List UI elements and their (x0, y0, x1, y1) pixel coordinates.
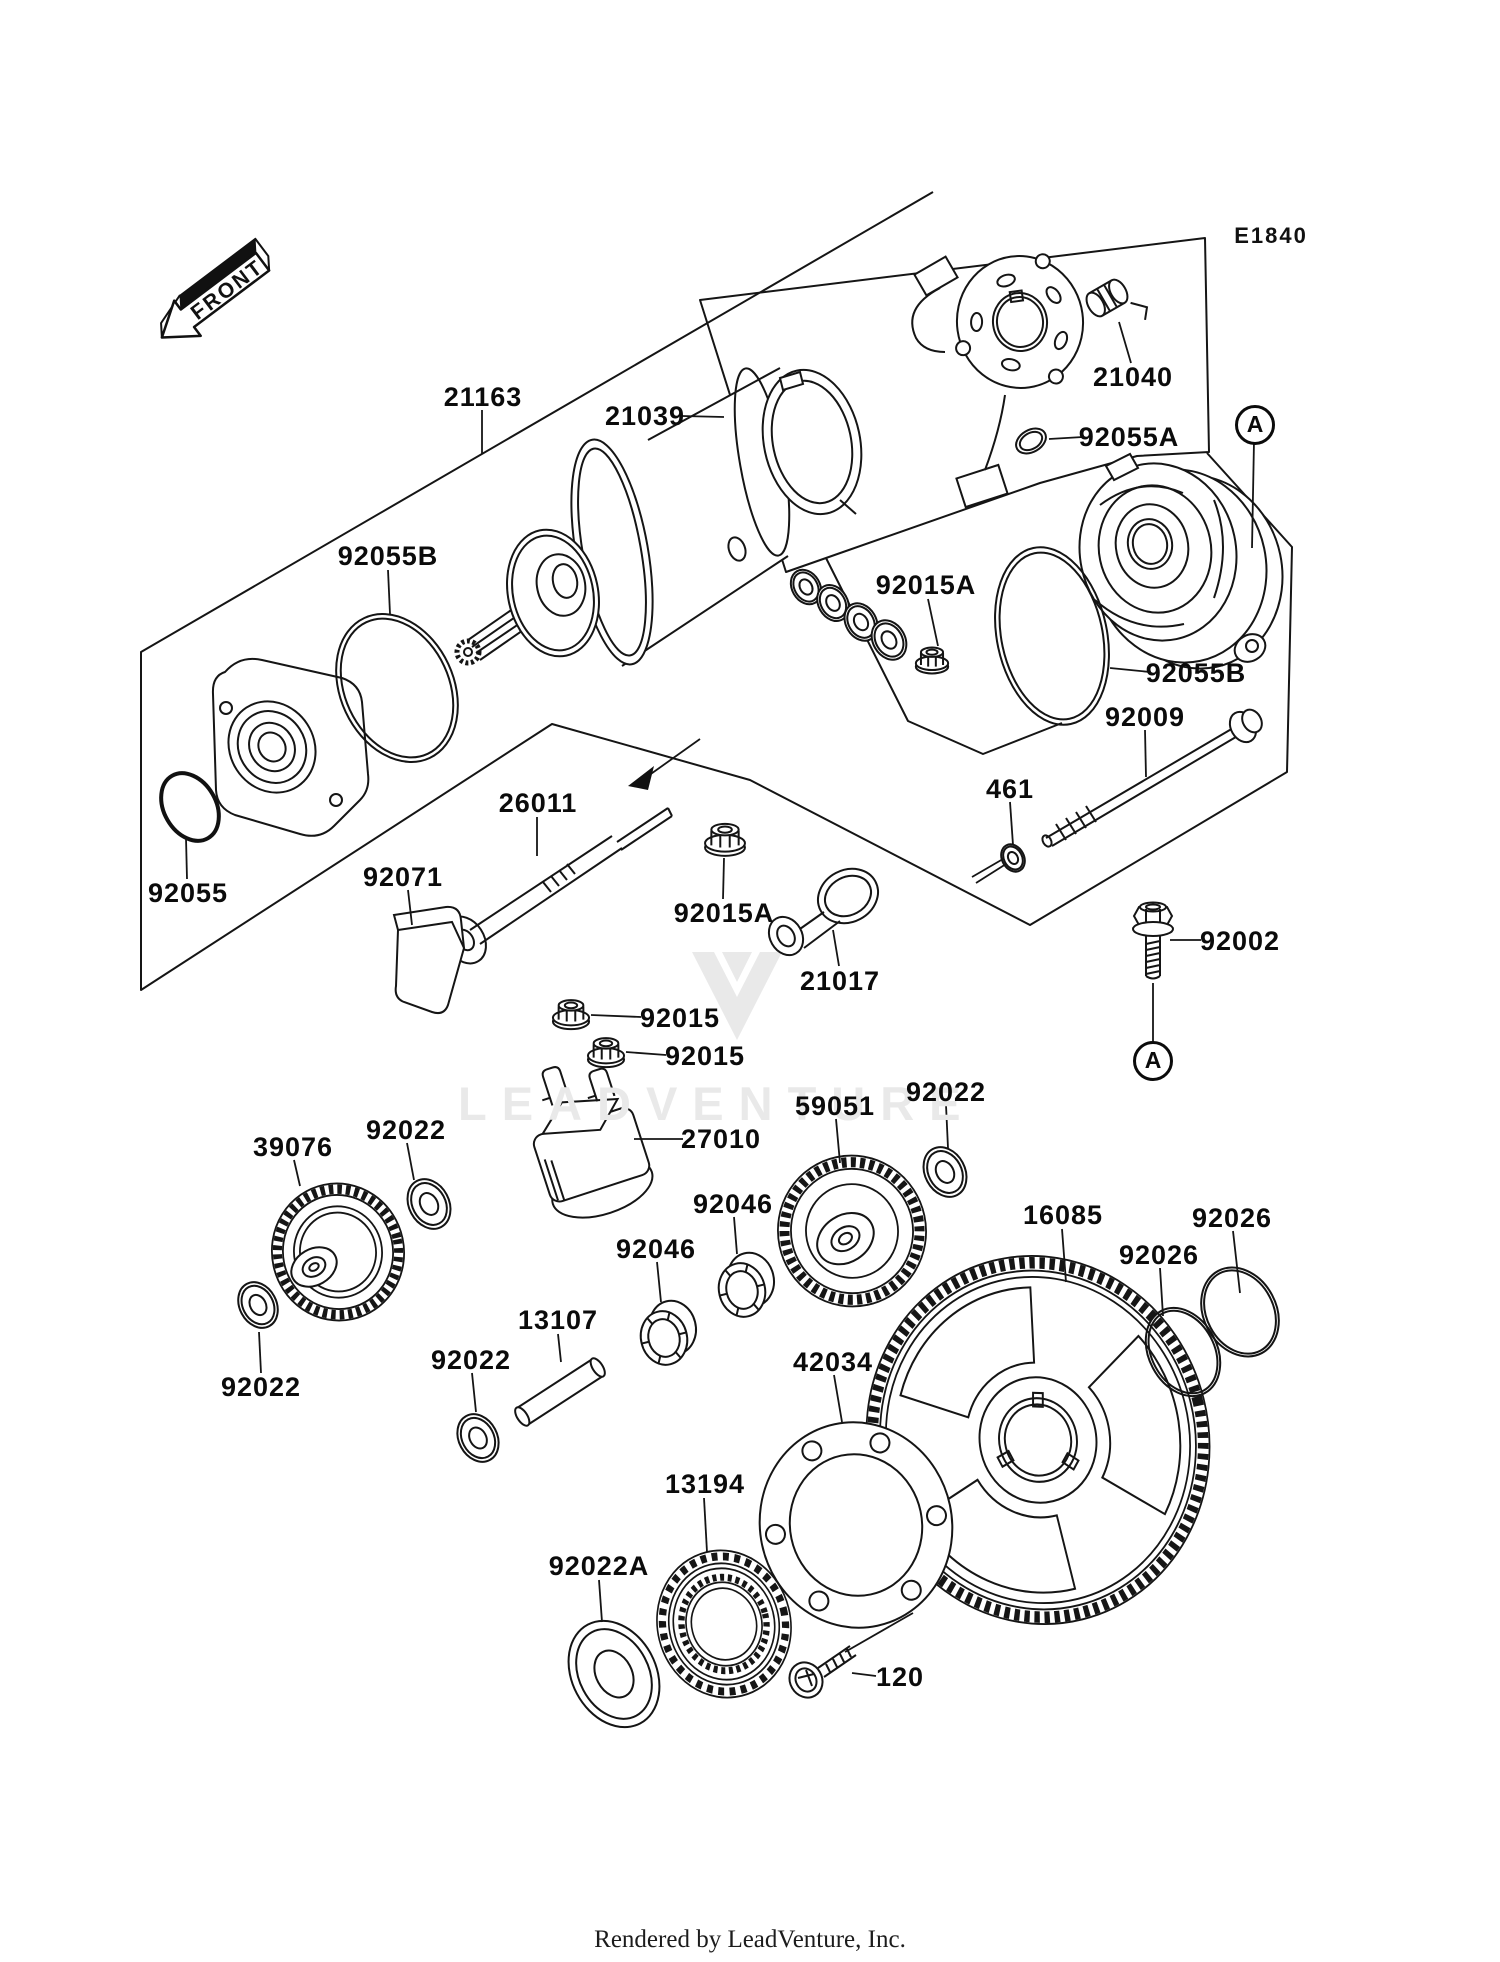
washer-92022-upper-drawing (398, 1170, 460, 1238)
end-cover-drawing (1078, 452, 1284, 670)
part-label-92022: 92022 (365, 1114, 447, 1145)
washer-461-pointer (971, 858, 1007, 884)
part-label-92055b: 92055B (337, 540, 439, 571)
plunger-21017-drawing (767, 867, 879, 957)
bearing-92046-right-drawing (710, 1246, 783, 1323)
washer-92022a-drawing (551, 1605, 678, 1743)
nut-92015-2-drawing (587, 1037, 625, 1069)
o-ring-92055-drawing (159, 771, 221, 843)
part-label-26011: 26011 (498, 787, 578, 818)
part-label-92055a: 92055A (1078, 421, 1180, 452)
washer-92022-left-drawing (229, 1274, 287, 1336)
gasket-42034-drawing (758, 1421, 954, 1629)
leadventure-v-logo (692, 952, 782, 1040)
leader-lines (185, 321, 1255, 1677)
part-label-21163: 21163 (443, 381, 523, 412)
part-label-21039: 21039 (604, 400, 686, 431)
part-label-92071: 92071 (362, 861, 444, 892)
pin-13107-drawing (514, 1357, 606, 1427)
callout-a: A (1235, 405, 1275, 445)
footer-credit: Rendered by LeadVenture, Inc. (594, 1926, 906, 1953)
part-label-92055: 92055 (147, 877, 229, 908)
part-label-92055b: 92055B (1145, 657, 1247, 688)
part-label-59051: 59051 (794, 1090, 876, 1121)
bolt-120-drawing (788, 1612, 914, 1699)
part-label-92022: 92022 (905, 1076, 987, 1107)
part-label-42034: 42034 (792, 1346, 874, 1377)
gear-39076-drawing (270, 1182, 406, 1322)
bearing-21040-drawing (1085, 278, 1149, 321)
part-label-13107: 13107 (517, 1304, 599, 1335)
part-label-92015a: 92015A (875, 569, 977, 600)
retainer-ring-drawing (761, 368, 863, 516)
part-label-120: 120 (875, 1661, 925, 1692)
callout-a: A (1133, 1041, 1173, 1081)
part-label-92022a: 92022A (548, 1550, 650, 1581)
part-label-39076: 39076 (252, 1131, 334, 1162)
bearing-92046-left-drawing (632, 1294, 705, 1371)
part-label-92015: 92015 (664, 1040, 746, 1071)
bolt-92009-drawing (1041, 708, 1263, 848)
gear-59051-drawing (777, 1154, 927, 1308)
gear-39076-boss (290, 1246, 338, 1288)
washer-92022-right-drawing (914, 1138, 976, 1206)
part-label-27010: 27010 (680, 1123, 762, 1154)
nut-92015a-upper-drawing (914, 646, 950, 675)
part-label-92026: 92026 (1191, 1202, 1273, 1233)
watermark: LEADVENTURE (458, 1077, 976, 1130)
part-label-92015a: 92015A (673, 897, 775, 928)
part-label-92046: 92046 (692, 1188, 774, 1219)
part-label-21017: 21017 (799, 965, 881, 996)
front-direction-arrow: FRONT (160, 237, 271, 339)
part-label-92002: 92002 (1199, 925, 1281, 956)
armature-drawing (454, 528, 600, 666)
part-label-92022: 92022 (430, 1344, 512, 1375)
part-label-92026: 92026 (1118, 1239, 1200, 1270)
ring-92026-right-drawing (1185, 1253, 1295, 1371)
ring-92026-left-drawing (1130, 1294, 1236, 1410)
part-label-92046: 92046 (615, 1233, 697, 1264)
part-label-21040: 21040 (1092, 361, 1174, 392)
part-label-461: 461 (985, 773, 1035, 804)
cap-92071-drawing (392, 905, 466, 1015)
o-ring-92055a-drawing (1015, 427, 1047, 455)
nut-92015-1-drawing (552, 999, 590, 1031)
part-label-92009: 92009 (1104, 701, 1186, 732)
gear-case-cover-drawing (211, 657, 370, 837)
nut-92015a-lower-drawing (703, 822, 747, 857)
part-label-92015: 92015 (639, 1002, 721, 1033)
bolt-92002-drawing (1132, 901, 1174, 980)
washer-461-drawing (996, 839, 1030, 877)
brush-holder-plate-drawing (911, 253, 1085, 509)
part-label-13194: 13194 (664, 1468, 746, 1499)
part-label-92022: 92022 (220, 1371, 302, 1402)
part-label-16085: 16085 (1022, 1199, 1104, 1230)
diagram-code: E1840 (1234, 223, 1308, 248)
washer-92022-middle-drawing (448, 1405, 508, 1471)
clutch-13194-drawing (656, 1549, 792, 1699)
